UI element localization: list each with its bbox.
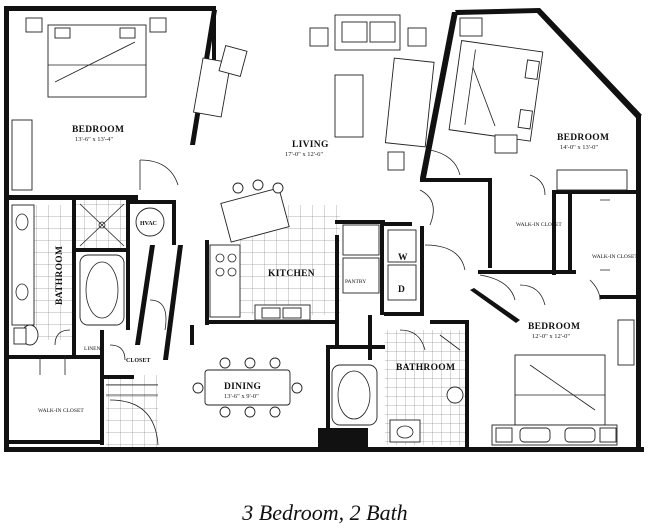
closet-label: CLOSET	[126, 358, 150, 364]
pantry-label: PANTRY	[345, 279, 366, 285]
bedroom1-label: BEDROOM	[72, 125, 124, 135]
stair-lines	[106, 384, 158, 396]
tv-bedroom1	[193, 57, 232, 118]
dresser-bedroom1	[11, 119, 33, 191]
dining-dims: 13'-6" x 9'-0"	[224, 393, 259, 400]
hvac-unit	[135, 207, 165, 237]
walk-in-closet-label-3: WALK-IN CLOSET	[38, 408, 84, 414]
dresser-bedroom2	[556, 169, 628, 191]
bedroom2-dims: 14'-0" x 13'-0"	[560, 144, 598, 151]
walk-in-closet-label-1: WALK-IN CLOSET	[516, 222, 562, 228]
dresser-bedroom3	[617, 319, 635, 366]
bedroom1-dims: 13'-6" x 13'-4"	[75, 136, 113, 143]
door-swings	[39, 149, 610, 446]
nightstand-bedroom2a	[459, 17, 483, 37]
washer-label: W	[398, 253, 408, 263]
bed-bedroom2	[448, 40, 544, 142]
kitchen-fixtures	[209, 179, 417, 321]
hvac-label: HVAC	[140, 221, 157, 227]
bedroom3-dims: 12'-0" x 12'-0"	[532, 333, 570, 340]
bathroom2-label: BATHROOM	[396, 363, 455, 373]
living-furniture	[218, 14, 435, 171]
dining-label: DINING	[224, 382, 261, 392]
living-label: LIVING	[292, 140, 329, 150]
kitchen-label: KITCHEN	[268, 269, 315, 279]
linen-label: LINEN	[84, 346, 101, 352]
plan-caption: 3 Bedroom, 2 Bath	[242, 500, 408, 525]
walls	[4, 6, 644, 452]
bathroom2-fixtures	[318, 334, 464, 448]
bed-bedroom3	[491, 354, 618, 446]
living-dims: 17'-0" x 12'-6"	[285, 151, 323, 158]
bathroom1-label: BATHROOM	[55, 246, 65, 305]
bedroom2-label: BEDROOM	[557, 133, 609, 143]
bathroom1-fixtures	[11, 203, 125, 346]
dryer-label: D	[398, 285, 405, 295]
dining-table	[192, 357, 303, 418]
bedroom3-label: BEDROOM	[528, 322, 580, 332]
walk-in-closet-label-2: WALK-IN CLOSET	[592, 254, 638, 260]
nightstand-bedroom2b	[494, 134, 518, 154]
bed-bedroom1	[25, 17, 167, 98]
